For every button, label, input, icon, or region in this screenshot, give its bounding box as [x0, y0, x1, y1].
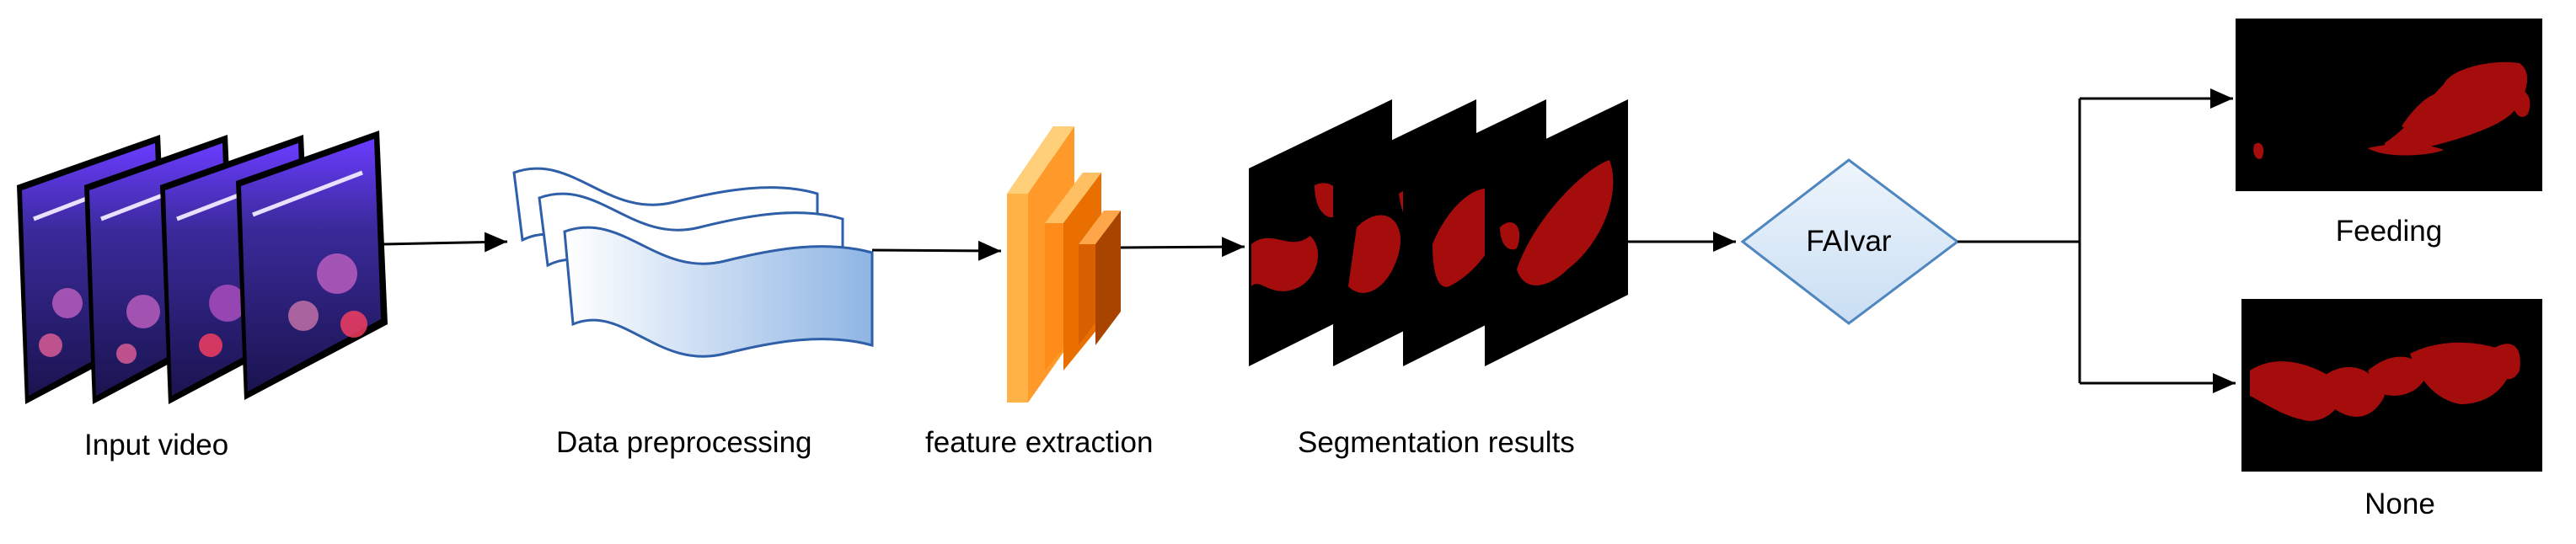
branch-connectors	[1957, 88, 2236, 393]
feature-extraction-icon	[1007, 126, 1121, 403]
video-frame-4	[236, 131, 388, 400]
arrow-features-to-segmentation	[1120, 237, 1245, 258]
faivar-label: FAIvar	[1806, 225, 1891, 258]
none-output-mask	[2241, 299, 2542, 472]
segmentation-stack	[1249, 99, 1628, 366]
preprocessing-label: Data preprocessing	[556, 426, 812, 459]
feeding-label: Feeding	[2336, 215, 2442, 248]
feature-extraction-label: feature extraction	[925, 426, 1153, 459]
input-video-stack	[17, 131, 388, 404]
faivar-decision: FAIvar	[1740, 158, 1960, 325]
arrow-input-to-preprocess	[383, 232, 508, 253]
arrow-preprocess-to-features	[871, 240, 1002, 261]
feeding-output-mask	[2236, 19, 2542, 191]
mask-frame-4	[1485, 99, 1628, 366]
none-label: None	[2364, 488, 2435, 520]
segmentation-label: Segmentation results	[1298, 426, 1575, 459]
preprocessing-icon	[512, 167, 874, 358]
input-video-label: Input video	[84, 429, 228, 461]
